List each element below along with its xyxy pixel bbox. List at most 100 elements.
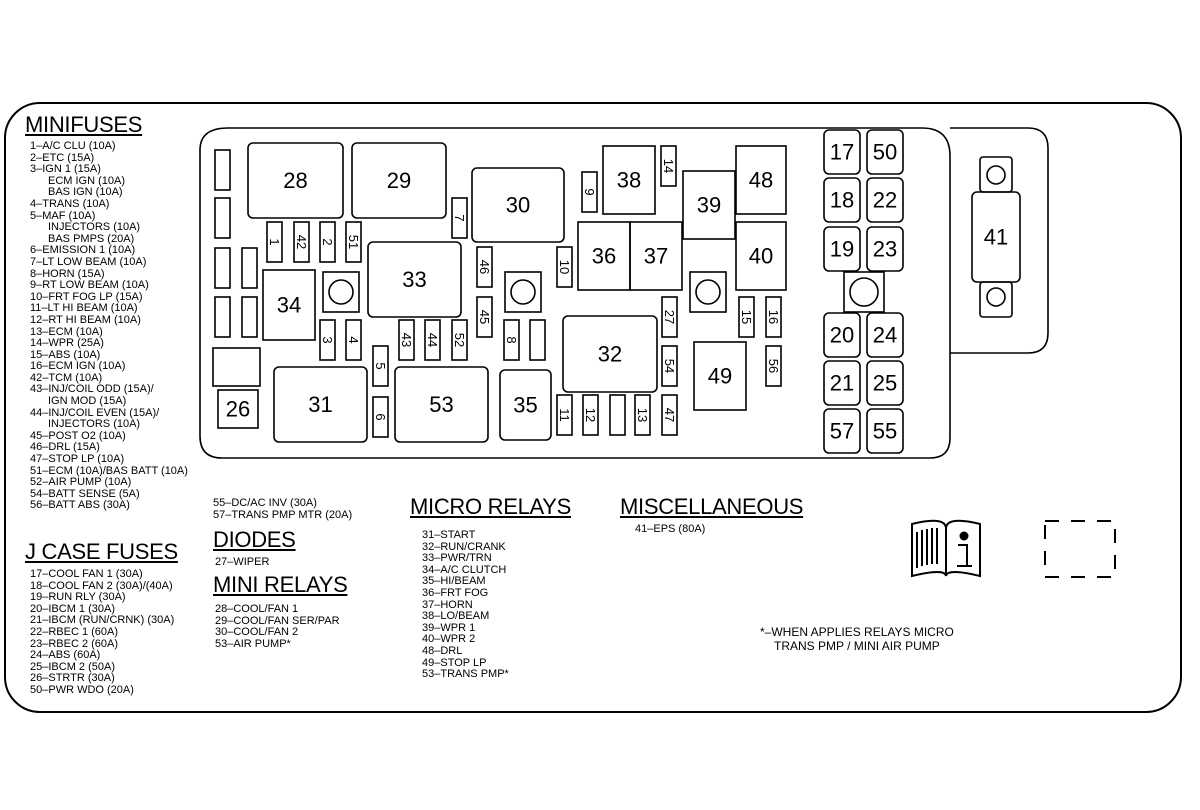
component-j18	[823, 177, 861, 223]
legend-entry: INJECTORS (10A)	[48, 221, 141, 234]
component-j55	[866, 408, 904, 454]
component-label-f42: 42	[294, 235, 309, 249]
component-f45	[476, 296, 493, 338]
legend-entry: 28–COOL/FAN 1	[215, 603, 299, 615]
component-label-f45: 45	[477, 310, 492, 324]
component-label-f46: 46	[477, 260, 492, 274]
legend-entry: 44–INJ/COIL EVEN (15A)/	[30, 406, 160, 419]
eps-fuse-41-bottom-tab	[979, 281, 1013, 318]
eps-housing-outline	[950, 127, 1049, 354]
component-f1	[266, 221, 283, 263]
diodes-list: 27–WIPER	[215, 556, 270, 569]
component-label-r35: 35	[513, 393, 537, 418]
bolt-hole	[849, 277, 879, 307]
legend-entry: 3–IGN 1 (15A)	[30, 163, 101, 176]
legend-entry: 17–COOL FAN 1 (30A)	[30, 568, 143, 580]
component-label-f6: 6	[373, 413, 388, 420]
footnote-line-2: TRANS PMP / MINI AIR PUMP	[774, 639, 940, 653]
legend-entry: IGN MOD (15A)	[48, 395, 127, 408]
empty-slot	[214, 149, 231, 191]
component-j20	[823, 312, 861, 358]
component-label-f54: 54	[662, 359, 677, 373]
component-j50	[866, 129, 904, 175]
micro-relays-heading: MICRO RELAYS	[410, 494, 572, 519]
legend-entry: 38–LO/BEAM	[422, 610, 490, 623]
dashed-placeholder-box	[1044, 520, 1116, 578]
legend-entry: 9–RT LOW BEAM (10A)	[30, 279, 149, 292]
component-f44	[424, 319, 441, 361]
component-j17	[823, 129, 861, 175]
component-label-f10: 10	[557, 260, 572, 274]
main-housing-outline	[199, 127, 951, 459]
component-label-e41: 41	[984, 225, 1008, 250]
legend-entry: 55–DC/AC INV (30A)	[213, 497, 317, 509]
component-label-r36: 36	[592, 244, 616, 269]
legend-entry: 33–PWR/TRN	[422, 552, 492, 565]
bolt-hole	[328, 279, 354, 305]
component-r40	[735, 221, 787, 291]
owners-manual-icon	[911, 519, 981, 578]
component-label-f1: 1	[267, 238, 282, 245]
component-label-f27: 27	[662, 310, 677, 324]
component-label-f15: 15	[739, 310, 754, 324]
legend-entry: 53–TRANS PMP*	[422, 668, 509, 681]
component-label-r28: 28	[283, 168, 307, 193]
component-label-f5: 5	[373, 362, 388, 369]
legend-entry: 54–BATT SENSE (5A)	[30, 487, 140, 500]
component-label-j21: 21	[830, 371, 854, 396]
component-f56	[765, 345, 782, 387]
legend-entry: 56–BATT ABS (30A)	[30, 499, 130, 512]
component-f43	[398, 319, 415, 361]
component-label-f4: 4	[346, 336, 361, 343]
component-label-j50: 50	[873, 140, 897, 165]
minifuses-heading: MINIFUSES	[25, 112, 143, 137]
component-f5	[372, 345, 389, 387]
component-label-f2: 2	[320, 238, 335, 245]
component-r34	[262, 269, 316, 341]
component-f12	[582, 394, 599, 436]
legend-entry: 25–IBCM 2 (50A)	[30, 660, 115, 673]
component-label-f11: 11	[557, 408, 572, 422]
legend-entry: 48–DRL	[422, 644, 463, 657]
component-f10	[556, 246, 573, 288]
component-label-f8: 8	[504, 336, 519, 343]
legend-entry: 18–COOL FAN 2 (30A)/(40A)	[30, 579, 173, 592]
legend-entry: 26–STRTR (30A)	[30, 672, 115, 685]
component-label-f13: 13	[635, 408, 650, 422]
component-f7	[451, 197, 468, 239]
legend-entry: 37–HORN	[422, 598, 473, 611]
miscellaneous-heading: MISCELLANEOUS	[620, 494, 804, 519]
legend-entry: 7–LT LOW BEAM (10A)	[30, 255, 147, 268]
component-label-r53: 53	[429, 392, 453, 417]
empty-slot	[214, 247, 231, 289]
footnote: *–WHEN APPLIES RELAYS MICRO TRANS PMP / …	[760, 625, 954, 653]
component-r31	[273, 366, 368, 443]
component-j24	[866, 312, 904, 358]
component-r32	[562, 315, 658, 393]
component-label-j25: 25	[873, 371, 897, 396]
component-label-j55: 55	[873, 419, 897, 444]
legend-entry: 27–WIPER	[215, 556, 270, 568]
legend-entry: 49–STOP LP	[422, 656, 487, 669]
component-label-r31: 31	[308, 392, 332, 417]
component-label-r34: 34	[277, 293, 301, 318]
component-r48	[735, 145, 787, 215]
component-label-f12: 12	[583, 408, 598, 422]
legend-entry: 22–RBEC 1 (60A)	[30, 625, 119, 638]
empty-slot	[241, 296, 258, 338]
component-f46	[476, 246, 493, 288]
component-label-f47: 47	[662, 408, 677, 422]
component-label-f44: 44	[425, 333, 440, 347]
legend-entry: 43–INJ/COIL ODD (15A)/	[30, 383, 154, 396]
component-f6	[372, 396, 389, 438]
component-label-r32: 32	[598, 342, 622, 367]
component-r28	[247, 142, 344, 219]
jcase-fuse-list: 17–COOL FAN 1 (30A)18–COOL FAN 2 (30A)/(…	[30, 568, 174, 697]
component-label-f52: 52	[452, 333, 467, 347]
component-label-r40: 40	[749, 244, 773, 269]
component-j19	[823, 226, 861, 272]
component-label-j19: 19	[830, 237, 854, 262]
minifuse-list: 1–A/C CLU (10A)2–ETC (15A)3–IGN 1 (15A)E…	[30, 140, 188, 512]
legend-entry: 30–COOL/FAN 2	[215, 626, 299, 639]
legend-entry: 8–HORN (15A)	[30, 267, 105, 280]
